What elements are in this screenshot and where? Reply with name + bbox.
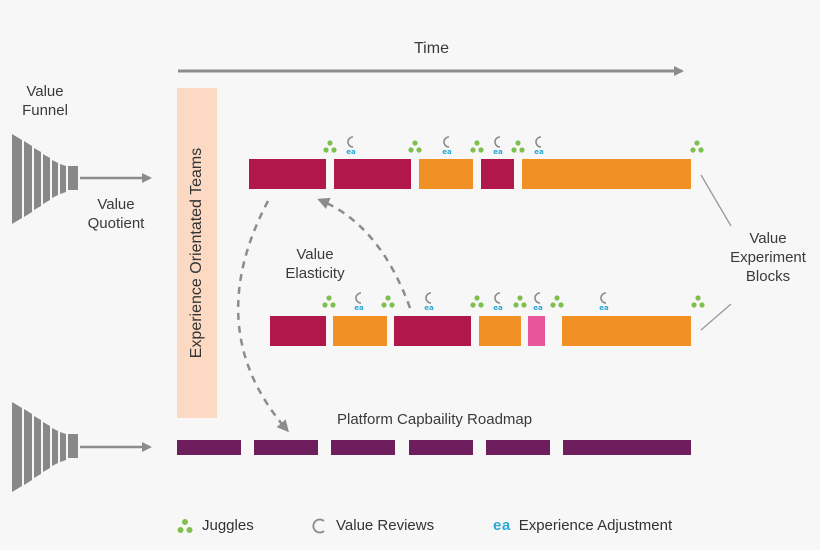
juggles-icon bbox=[177, 518, 193, 533]
experiment-block bbox=[249, 159, 326, 189]
value-review-icon: ea bbox=[533, 292, 543, 312]
value-quotient-line-1: Value bbox=[97, 196, 135, 213]
experience-adjustment-icon: ea bbox=[534, 148, 544, 156]
juggles-icon bbox=[470, 295, 484, 308]
experiment-block bbox=[333, 316, 387, 346]
roadmap-block bbox=[331, 440, 395, 455]
veb-line-2: Experiment bbox=[730, 249, 806, 266]
value-funnel-label: Value Funnel bbox=[18, 82, 72, 120]
experience-adjustment-icon: ea bbox=[424, 304, 434, 312]
experience-adjustment-icon: ea bbox=[493, 148, 503, 156]
experiment-block bbox=[334, 159, 411, 189]
legend-juggles: Juggles bbox=[176, 517, 254, 534]
roadmap-block bbox=[254, 440, 318, 455]
juggles-icon bbox=[470, 140, 484, 153]
juggles-icon bbox=[690, 140, 704, 153]
juggles-icon bbox=[408, 140, 422, 153]
experiment-block bbox=[394, 316, 471, 346]
experience-adjustment-icon: ea bbox=[493, 304, 503, 312]
value-funnel-line-2: Funnel bbox=[22, 102, 68, 119]
value-review-icon: ea bbox=[534, 136, 544, 156]
value-elasticity-line-2: Elasticity bbox=[285, 265, 345, 282]
juggles-icon bbox=[511, 140, 525, 153]
value-elasticity-line-1: Value bbox=[296, 246, 334, 263]
juggles-icon bbox=[381, 295, 395, 308]
experiment-block bbox=[481, 159, 514, 189]
value-review-icon bbox=[312, 518, 325, 533]
juggles-icon bbox=[550, 295, 564, 308]
legend-value-reviews: Value Reviews bbox=[312, 517, 434, 534]
roadmap-dashed-arrow bbox=[237, 200, 289, 433]
value-review-icon: ea bbox=[599, 292, 609, 312]
value-review-icon: ea bbox=[354, 292, 364, 312]
roadmap-block bbox=[486, 440, 550, 455]
experience-adjustment-icon: ea bbox=[442, 148, 452, 156]
juggles-icon bbox=[323, 140, 337, 153]
experiment-block bbox=[270, 316, 326, 346]
blocks-bracket-top bbox=[700, 174, 732, 227]
roadmap-block bbox=[177, 440, 241, 455]
juggles-icon bbox=[691, 295, 705, 308]
roadmap-block bbox=[563, 440, 691, 455]
legend-experience-adjustment: ea Experience Adjustment bbox=[493, 517, 672, 534]
value-review-icon: ea bbox=[493, 292, 503, 312]
experience-adjustment-icon: ea bbox=[493, 517, 511, 534]
value-funnel-icon-top bbox=[12, 134, 78, 224]
value-quotient-label: Value Quotient bbox=[78, 195, 154, 233]
value-review-icon: ea bbox=[424, 292, 434, 312]
experience-adjustment-icon: ea bbox=[533, 304, 543, 312]
value-quotient-line-2: Quotient bbox=[87, 215, 145, 232]
platform-roadmap-label: Platform Capbaility Roadmap bbox=[337, 411, 533, 428]
value-funnel-line-1: Value bbox=[26, 83, 64, 100]
experience-adjustment-icon: ea bbox=[346, 148, 356, 156]
value-review-icon: ea bbox=[493, 136, 503, 156]
value-review-icon: ea bbox=[346, 136, 356, 156]
value-experiment-blocks-label: Value Experiment Blocks bbox=[718, 229, 818, 286]
experiment-block bbox=[419, 159, 473, 189]
juggles-icon bbox=[322, 295, 336, 308]
legend-value-reviews-label: Value Reviews bbox=[336, 517, 435, 534]
experiment-block bbox=[479, 316, 521, 346]
legend-juggles-label: Juggles bbox=[202, 517, 254, 534]
value-funnel-icon-bottom bbox=[12, 402, 78, 492]
juggles-icon bbox=[513, 295, 527, 308]
elasticity-arrow bbox=[317, 197, 412, 309]
experiment-block bbox=[528, 316, 545, 346]
experiment-block bbox=[522, 159, 691, 189]
veb-line-3: Blocks bbox=[745, 268, 791, 285]
roadmap-block bbox=[409, 440, 473, 455]
time-label: Time bbox=[414, 40, 449, 57]
veb-line-1: Value bbox=[749, 230, 787, 247]
experiment-block bbox=[562, 316, 691, 346]
legend-experience-adjustment-label: Experience Adjustment bbox=[518, 517, 673, 534]
experience-adjustment-icon: ea bbox=[354, 304, 364, 312]
value-review-icon: ea bbox=[442, 136, 452, 156]
experience-adjustment-icon: ea bbox=[599, 304, 609, 312]
experience-teams-band bbox=[177, 88, 217, 418]
value-elasticity-label: Value Elasticity bbox=[280, 245, 350, 283]
blocks-bracket-bottom bbox=[700, 303, 732, 331]
